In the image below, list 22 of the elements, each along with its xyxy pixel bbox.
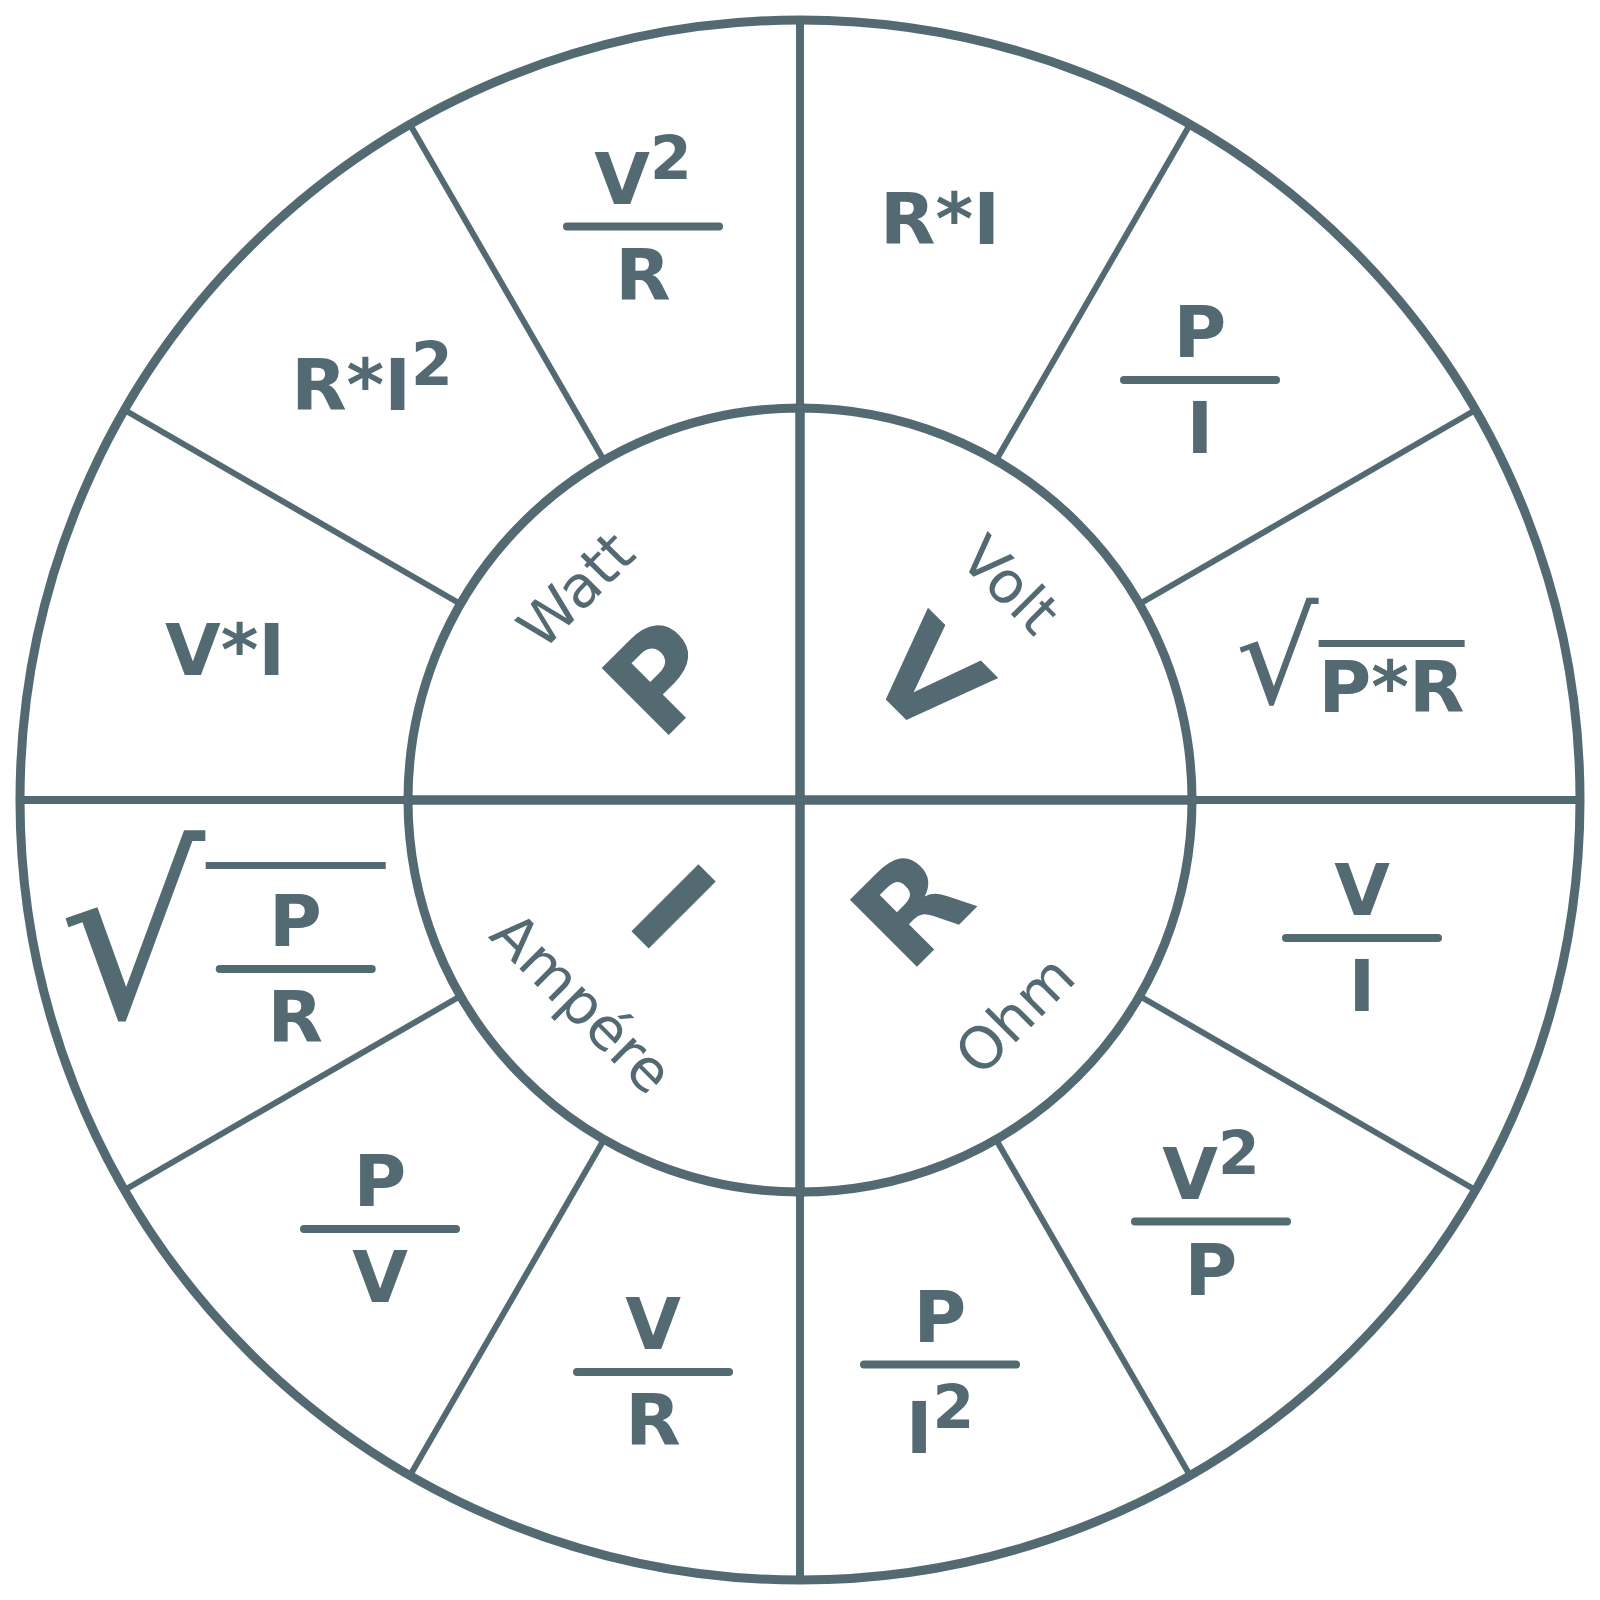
numerator: V$^{2}$	[594, 127, 692, 215]
numerator: P	[353, 1145, 407, 1217]
denominator: R	[615, 238, 671, 311]
denominator: P	[1184, 1233, 1238, 1306]
denominator: I	[1348, 950, 1376, 1022]
denominator: I	[1186, 392, 1214, 464]
numerator: P	[1173, 296, 1227, 368]
numerator: P	[268, 885, 322, 957]
numerator: V	[1334, 854, 1390, 926]
radical-sign: √	[1235, 593, 1319, 723]
formula-text: R*I	[880, 183, 1000, 255]
radical-sign: √	[58, 823, 206, 1053]
denominator: R	[267, 981, 323, 1053]
formula-text: R*I$^{2}$	[291, 333, 453, 421]
numerator: V	[625, 1288, 681, 1360]
numerator: P	[913, 1280, 967, 1353]
radicand: P*R	[1318, 640, 1465, 723]
formula-text: V*I	[164, 614, 286, 686]
denominator: R	[625, 1384, 681, 1456]
denominator: V	[352, 1241, 408, 1313]
denominator: I$^{2}$	[905, 1376, 975, 1464]
numerator: V$^{2}$	[1162, 1122, 1260, 1210]
